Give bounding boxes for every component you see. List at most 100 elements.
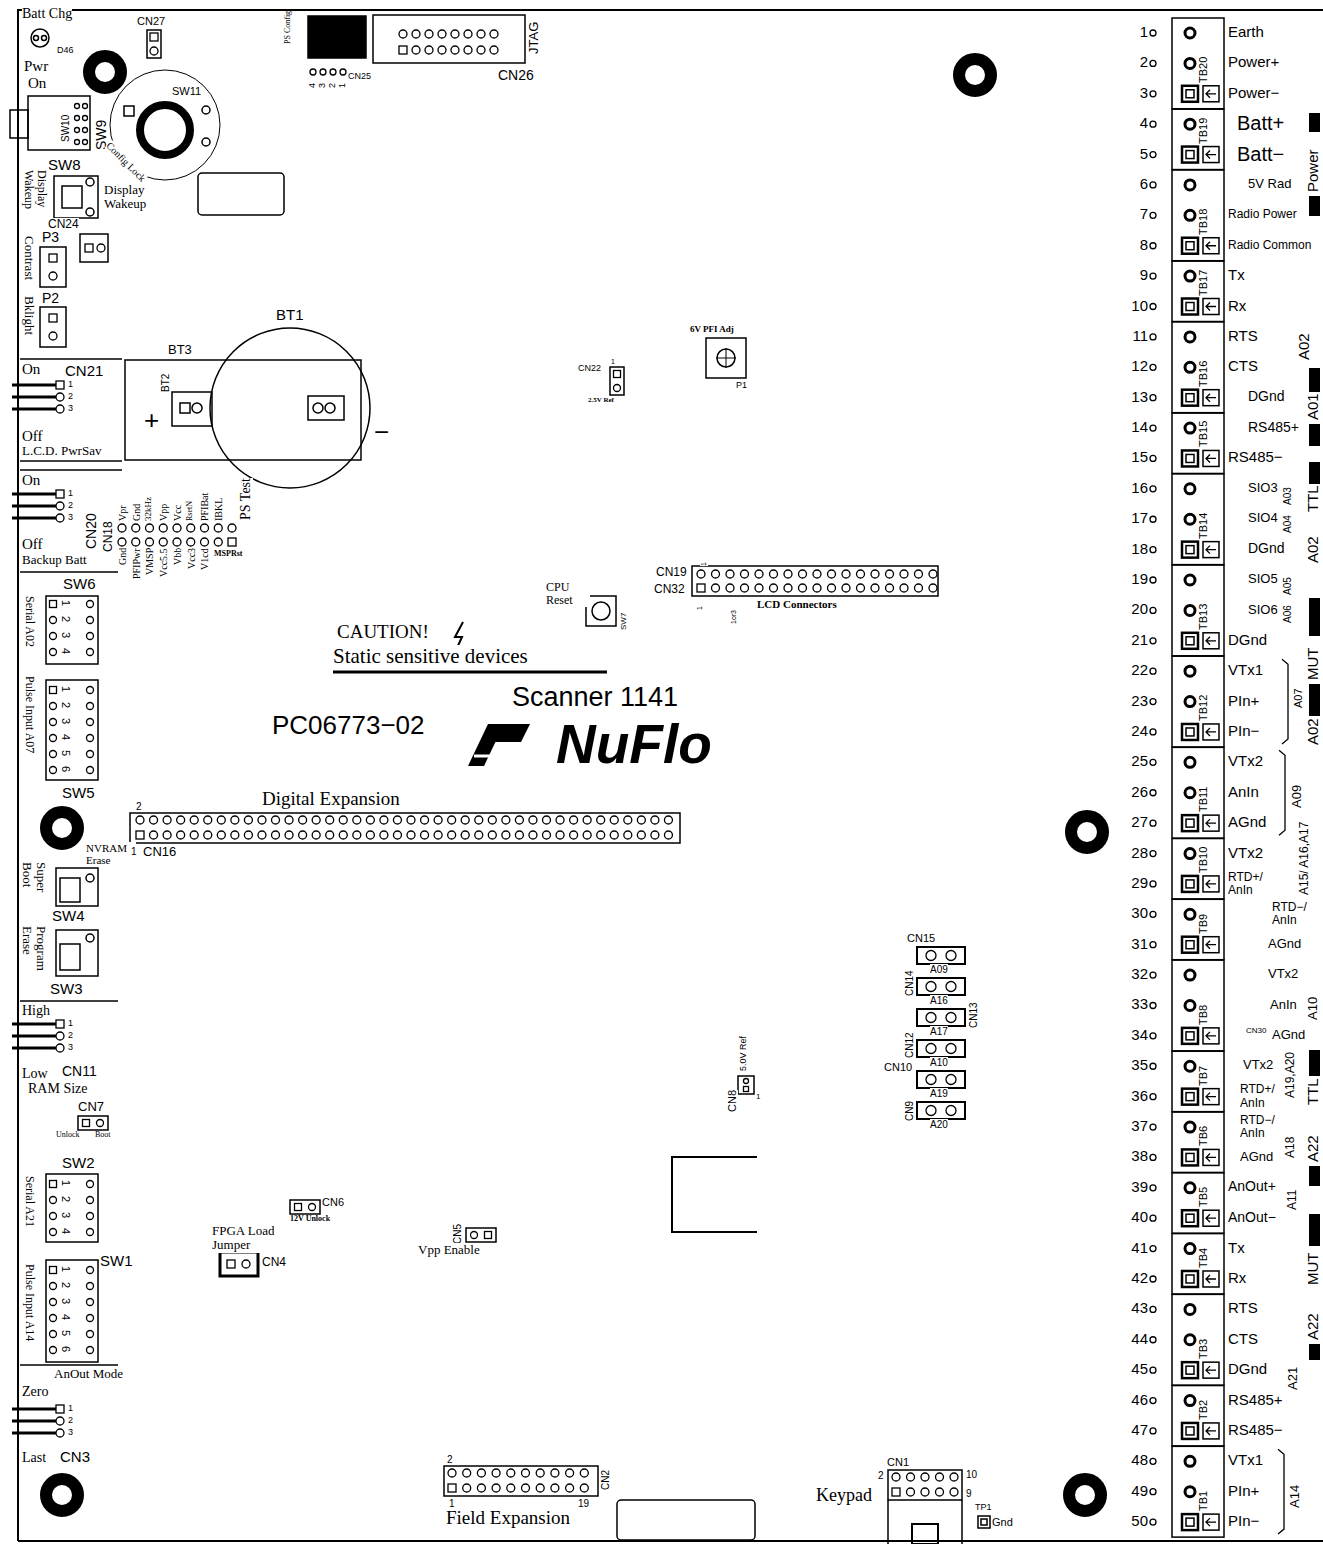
terminal-pin-one bbox=[1182, 86, 1198, 102]
pin bbox=[871, 584, 879, 592]
silkscreen-label: CN32 bbox=[654, 583, 685, 596]
terminal-marker bbox=[1150, 364, 1156, 370]
pin bbox=[56, 393, 64, 401]
terminal-pin-one bbox=[1186, 1214, 1194, 1222]
pin bbox=[87, 1331, 94, 1338]
terminal-pin-one bbox=[1186, 151, 1194, 159]
section-line bbox=[20, 571, 118, 573]
terminal-number: 39 bbox=[1120, 1179, 1148, 1196]
wire-arrow bbox=[1206, 1518, 1216, 1526]
mounting-hole bbox=[959, 59, 991, 91]
silkscreen-label: 19 bbox=[578, 1498, 589, 1509]
pin bbox=[50, 735, 57, 742]
pin bbox=[97, 244, 105, 252]
terminal-pin-one bbox=[1182, 937, 1198, 953]
pin-header bbox=[926, 982, 956, 992]
battery-outline bbox=[172, 392, 212, 426]
silkscreen-label: − bbox=[374, 418, 389, 447]
terminal-block-id: TB17 bbox=[1197, 269, 1209, 295]
terminal-pin bbox=[1185, 605, 1195, 615]
silkscreen-label: CN13 bbox=[968, 1002, 979, 1028]
pin bbox=[159, 524, 167, 532]
pin bbox=[434, 816, 442, 824]
terminal-number: 9 bbox=[1120, 267, 1148, 284]
pin bbox=[83, 104, 88, 109]
pin bbox=[87, 767, 94, 774]
pin bbox=[285, 831, 293, 839]
pin bbox=[83, 116, 88, 121]
terminal-block-id: TB8 bbox=[1197, 1005, 1209, 1025]
jumper-outline bbox=[917, 947, 965, 964]
group-bar bbox=[1309, 1050, 1320, 1076]
silkscreen-label: Scanner 1141 bbox=[512, 683, 678, 713]
pin bbox=[50, 1197, 57, 1204]
pin-name: Tx bbox=[1228, 1240, 1245, 1257]
wire-arrow bbox=[1206, 151, 1216, 159]
silkscreen-label: 1 bbox=[131, 846, 137, 857]
pin-one bbox=[150, 33, 158, 41]
terminal-pin-one bbox=[1182, 1089, 1198, 1105]
wire-entry bbox=[1203, 876, 1219, 892]
pin bbox=[87, 719, 94, 726]
header-pin-lead bbox=[12, 1047, 56, 1050]
terminal-pin bbox=[1185, 1304, 1195, 1314]
terminal-pin-one bbox=[1186, 941, 1194, 949]
silkscreen-label: Vpp Enable bbox=[418, 1243, 480, 1257]
pin-one bbox=[892, 1488, 900, 1496]
terminal-pin bbox=[1185, 332, 1195, 342]
group-bar bbox=[1309, 113, 1320, 132]
pin-name: AnOut− bbox=[1228, 1210, 1276, 1225]
silkscreen-label: 10 bbox=[966, 1469, 977, 1480]
silkscreen-label: PFIPwr bbox=[131, 548, 142, 579]
group-bracket bbox=[1282, 659, 1288, 744]
jumper-outline bbox=[290, 1200, 320, 1214]
wire-arrow bbox=[1206, 728, 1216, 736]
silkscreen-label: SW8 bbox=[48, 157, 81, 174]
wire-entry bbox=[1203, 1514, 1219, 1530]
pin bbox=[50, 1331, 57, 1338]
silkscreen-label: JTAG bbox=[527, 22, 541, 54]
silkscreen-label: 2 bbox=[60, 702, 72, 708]
terminal-number: 29 bbox=[1120, 875, 1148, 892]
jumper-outline bbox=[466, 1228, 496, 1242]
pin bbox=[50, 1283, 57, 1290]
pin bbox=[529, 831, 537, 839]
pin-name: VTx2 bbox=[1228, 845, 1263, 862]
pin bbox=[326, 816, 334, 824]
silkscreen-label: BT1 bbox=[276, 307, 304, 324]
terminal-number: 37 bbox=[1120, 1118, 1148, 1135]
pin-name: VTx1 bbox=[1228, 1452, 1263, 1469]
silkscreen-label: 1 bbox=[60, 686, 72, 692]
terminal-block-id: TB14 bbox=[1197, 512, 1209, 538]
silkscreen-label: CN25 bbox=[348, 72, 371, 82]
pin-one bbox=[83, 1120, 90, 1127]
pin bbox=[87, 1315, 94, 1322]
pin bbox=[49, 272, 57, 280]
pin bbox=[614, 385, 621, 392]
terminal-block bbox=[1172, 18, 1224, 109]
terminal-pin bbox=[1185, 271, 1195, 281]
terminal-pin bbox=[1185, 1183, 1195, 1193]
silkscreen-label: 1 bbox=[611, 358, 615, 366]
pin bbox=[477, 46, 485, 54]
pin bbox=[926, 1106, 936, 1116]
pin bbox=[907, 1473, 915, 1481]
silkscreen-label: Gnd bbox=[117, 548, 128, 565]
rotary-switch-knob bbox=[140, 105, 190, 155]
terminal-pin bbox=[1185, 666, 1195, 676]
silkscreen-label: P3 bbox=[42, 230, 59, 245]
pin-name: SIO3 bbox=[1248, 481, 1278, 495]
pin-name: RS485− bbox=[1228, 449, 1283, 466]
terminal-marker bbox=[1150, 395, 1156, 401]
pin bbox=[551, 1484, 559, 1492]
pushbutton-cap bbox=[60, 878, 80, 902]
terminal-block bbox=[1172, 322, 1224, 413]
silkscreen-label: 1 bbox=[68, 489, 73, 499]
terminal-marker bbox=[1150, 1246, 1156, 1252]
silkscreen-label: A10 bbox=[1306, 997, 1320, 1020]
pin bbox=[312, 816, 320, 824]
terminal-marker bbox=[1150, 152, 1156, 158]
wire-entry bbox=[1203, 147, 1219, 163]
pin bbox=[393, 816, 401, 824]
pin bbox=[799, 584, 807, 592]
